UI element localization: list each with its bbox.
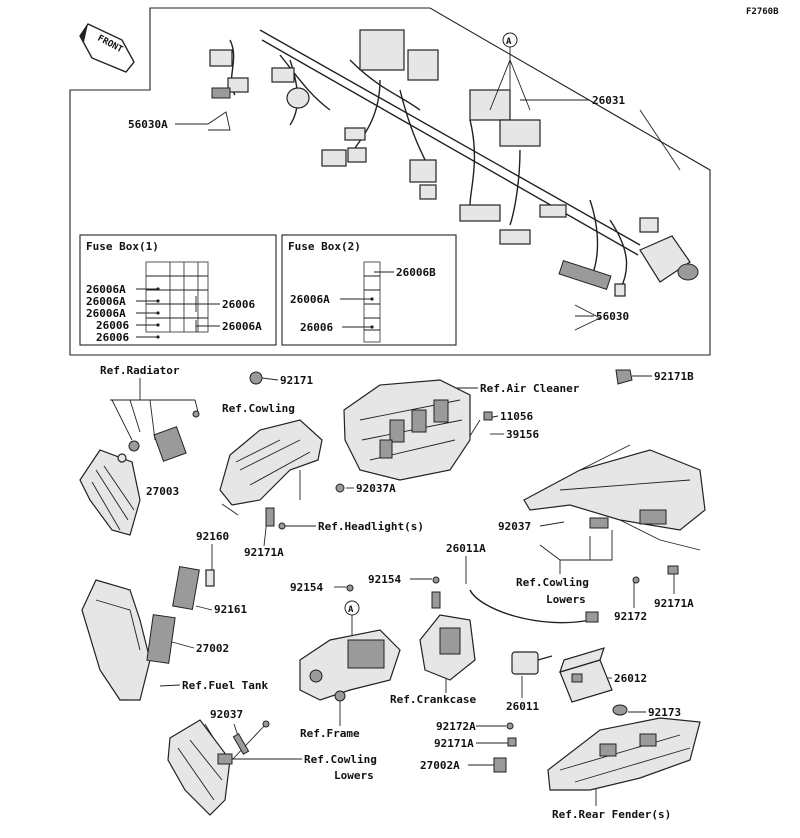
cowling-bracket-drawing	[219, 419, 323, 530]
radiator-shroud-drawing	[79, 410, 200, 536]
label-ref-cowling-lowers-1b: Lowers	[546, 593, 586, 606]
label-92037-2: 92037	[210, 708, 243, 721]
label-26031: 26031	[592, 94, 625, 107]
label-92037A: 92037A	[356, 482, 396, 495]
label-ref-cowling-lowers-2a: Ref.Cowling	[304, 753, 377, 766]
clip-92171B-icon	[615, 369, 633, 385]
label-92172A: 92172A	[436, 720, 476, 733]
label-92154-2: 92154	[368, 573, 401, 586]
label-92171: 92171	[280, 374, 313, 387]
label-92037-1: 92037	[498, 520, 531, 533]
figure-code: F2760B	[746, 7, 779, 17]
label-56030A: 56030A	[128, 118, 168, 131]
label-ref-cowling-lowers-2b: Lowers	[334, 769, 374, 782]
label-ref-frame: Ref.Frame	[300, 727, 360, 740]
label-56030: 56030	[596, 310, 629, 323]
front-arrow-icon: FRONT	[79, 23, 135, 73]
fuel-tank-side-cowl-drawing	[81, 565, 215, 701]
label-11056: 11056	[500, 410, 533, 423]
crankcase-sensor-drawing	[419, 589, 599, 681]
fb1-left-label-3: 26006A	[86, 307, 126, 320]
clip-92171-icon	[249, 371, 263, 385]
label-92160: 92160	[196, 530, 229, 543]
callout-a-top: A	[489, 32, 531, 120]
label-27002A: 27002A	[420, 759, 460, 772]
label-ref-cowling: Ref.Cowling	[222, 402, 295, 415]
fb1-left-label-5: 26006	[96, 331, 129, 344]
lower-cowling-drawing	[167, 719, 270, 816]
rear-fender-drawing	[493, 704, 701, 791]
rear-cowl-drawing	[523, 444, 706, 584]
svg-text:A: A	[348, 605, 354, 615]
fb1-left-label-1: 26006A	[86, 283, 126, 296]
label-ref-fuel-tank: Ref.Fuel Tank	[182, 679, 268, 692]
label-92173: 92173	[648, 706, 681, 719]
label-27002: 27002	[196, 642, 229, 655]
label-92172: 92172	[614, 610, 647, 623]
fb1-right-label-1: 26006	[222, 298, 255, 311]
label-26011A: 26011A	[446, 542, 486, 555]
label-ref-air-cleaner: Ref.Air Cleaner	[480, 382, 580, 395]
label-ref-cowling-lowers-1a: Ref.Cowling	[516, 576, 589, 589]
label-ref-headlight: Ref.Headlight(s)	[318, 520, 424, 533]
frame-relay-drawing	[299, 576, 441, 702]
fb1-right-label-2: 26006A	[222, 320, 262, 333]
air-cleaner-drawing	[335, 379, 493, 493]
label-39156: 39156	[506, 428, 539, 441]
fuse-box-2: Fuse Box(2) 26006B 26006A 26006	[281, 234, 457, 346]
label-ref-crankcase: Ref.Crankcase	[390, 693, 476, 706]
label-92171A-1: 92171A	[244, 546, 284, 559]
main-wire-harness	[209, 29, 699, 297]
fb1-left-label-4: 26006	[96, 319, 129, 332]
label-92171B: 92171B	[654, 370, 694, 383]
fuse-box-2-title: Fuse Box(2)	[288, 240, 361, 253]
label-26011: 26011	[506, 700, 539, 713]
label-92171A-3: 92171A	[434, 737, 474, 750]
fb2-left-label-1: 26006A	[290, 293, 330, 306]
fuse-box-1-title: Fuse Box(1)	[86, 240, 159, 253]
label-ref-rear-fender: Ref.Rear Fender(s)	[552, 808, 671, 821]
label-26012: 26012	[614, 672, 647, 685]
relay-26011-drawing	[511, 651, 553, 675]
fuse-box-1: Fuse Box(1) 26006A 26006A 26006A 26006 2…	[79, 234, 277, 346]
label-27003: 27003	[146, 485, 179, 498]
label-ref-radiator: Ref.Radiator	[100, 364, 180, 377]
label-92171A-2: 92171A	[654, 597, 694, 610]
label-92161: 92161	[214, 603, 247, 616]
fb1-left-label-2: 26006A	[86, 295, 126, 308]
label-92154-1: 92154	[290, 581, 323, 594]
callout-a-bottom: A	[344, 600, 360, 650]
svg-text:A: A	[506, 37, 512, 47]
fb2-top-label: 26006B	[396, 266, 436, 279]
battery-26012-drawing	[559, 647, 613, 703]
fb2-left-label-2: 26006	[300, 321, 333, 334]
harness-frame	[69, 7, 711, 356]
